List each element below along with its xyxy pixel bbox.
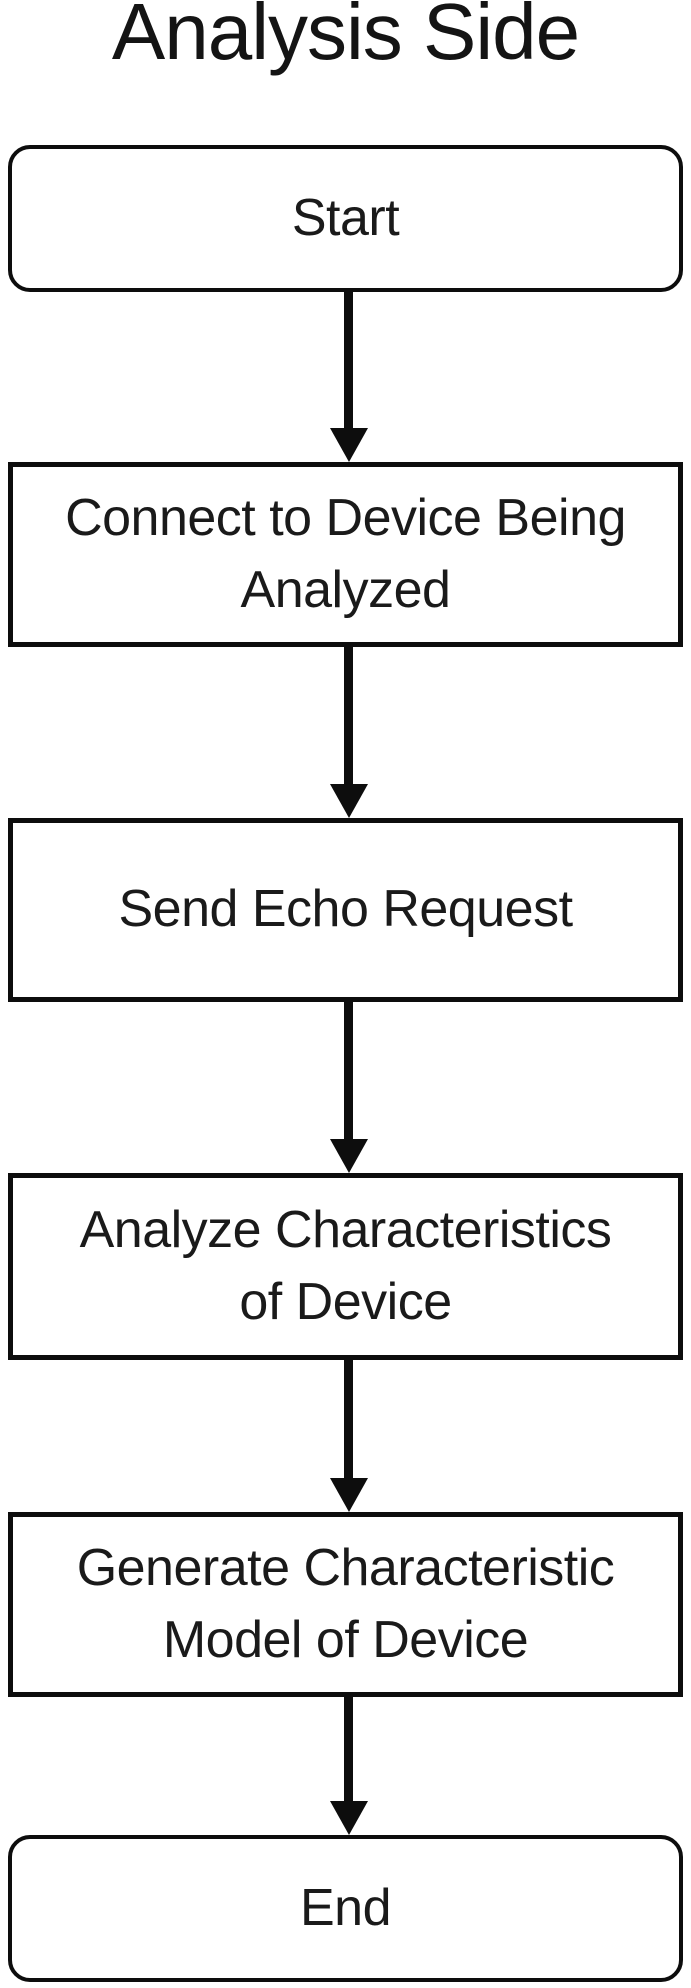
arrow-shaft xyxy=(344,1002,353,1139)
flow-node-connect: Connect to Device Being Analyzed xyxy=(8,462,683,647)
flow-node-start: Start xyxy=(8,145,683,292)
arrow-head-down-icon xyxy=(329,1478,368,1512)
flow-node-send-echo-label: Send Echo Request xyxy=(118,880,573,939)
flow-arrow-send-echo-to-analyze xyxy=(3,1002,691,1173)
arrow-shaft xyxy=(344,1697,353,1801)
flow-arrow-start-to-connect xyxy=(3,292,691,462)
flow-node-end: End xyxy=(8,1835,683,1982)
flow-node-analyze: Analyze Characteristics of Device xyxy=(8,1173,683,1360)
flow-node-send-echo: Send Echo Request xyxy=(8,818,683,1002)
flow-arrow-generate-model-to-end xyxy=(3,1697,691,1835)
arrow-shaft xyxy=(344,292,353,428)
arrow-head-down-icon xyxy=(329,1801,368,1835)
flow-node-generate-model-label: Generate Characteristic Model of Device xyxy=(76,1538,615,1669)
arrow-head-down-icon xyxy=(329,428,368,462)
flow-arrow-analyze-to-generate-model xyxy=(3,1360,691,1512)
flow-node-end-label: End xyxy=(299,1878,392,1937)
title-area: Analysis Side xyxy=(0,0,691,145)
arrow-head-down-icon xyxy=(329,1139,368,1173)
arrow-shaft xyxy=(344,647,353,784)
flow-node-analyze-label: Analyze Characteristics of Device xyxy=(79,1200,612,1331)
flow-node-connect-label: Connect to Device Being Analyzed xyxy=(65,488,626,619)
arrow-shaft xyxy=(344,1360,353,1478)
flow-arrow-connect-to-send-echo xyxy=(3,647,691,818)
arrow-head-down-icon xyxy=(329,784,368,818)
page-title: Analysis Side xyxy=(111,0,580,76)
flow-node-generate-model: Generate Characteristic Model of Device xyxy=(8,1512,683,1697)
flow-node-start-label: Start xyxy=(291,188,400,247)
